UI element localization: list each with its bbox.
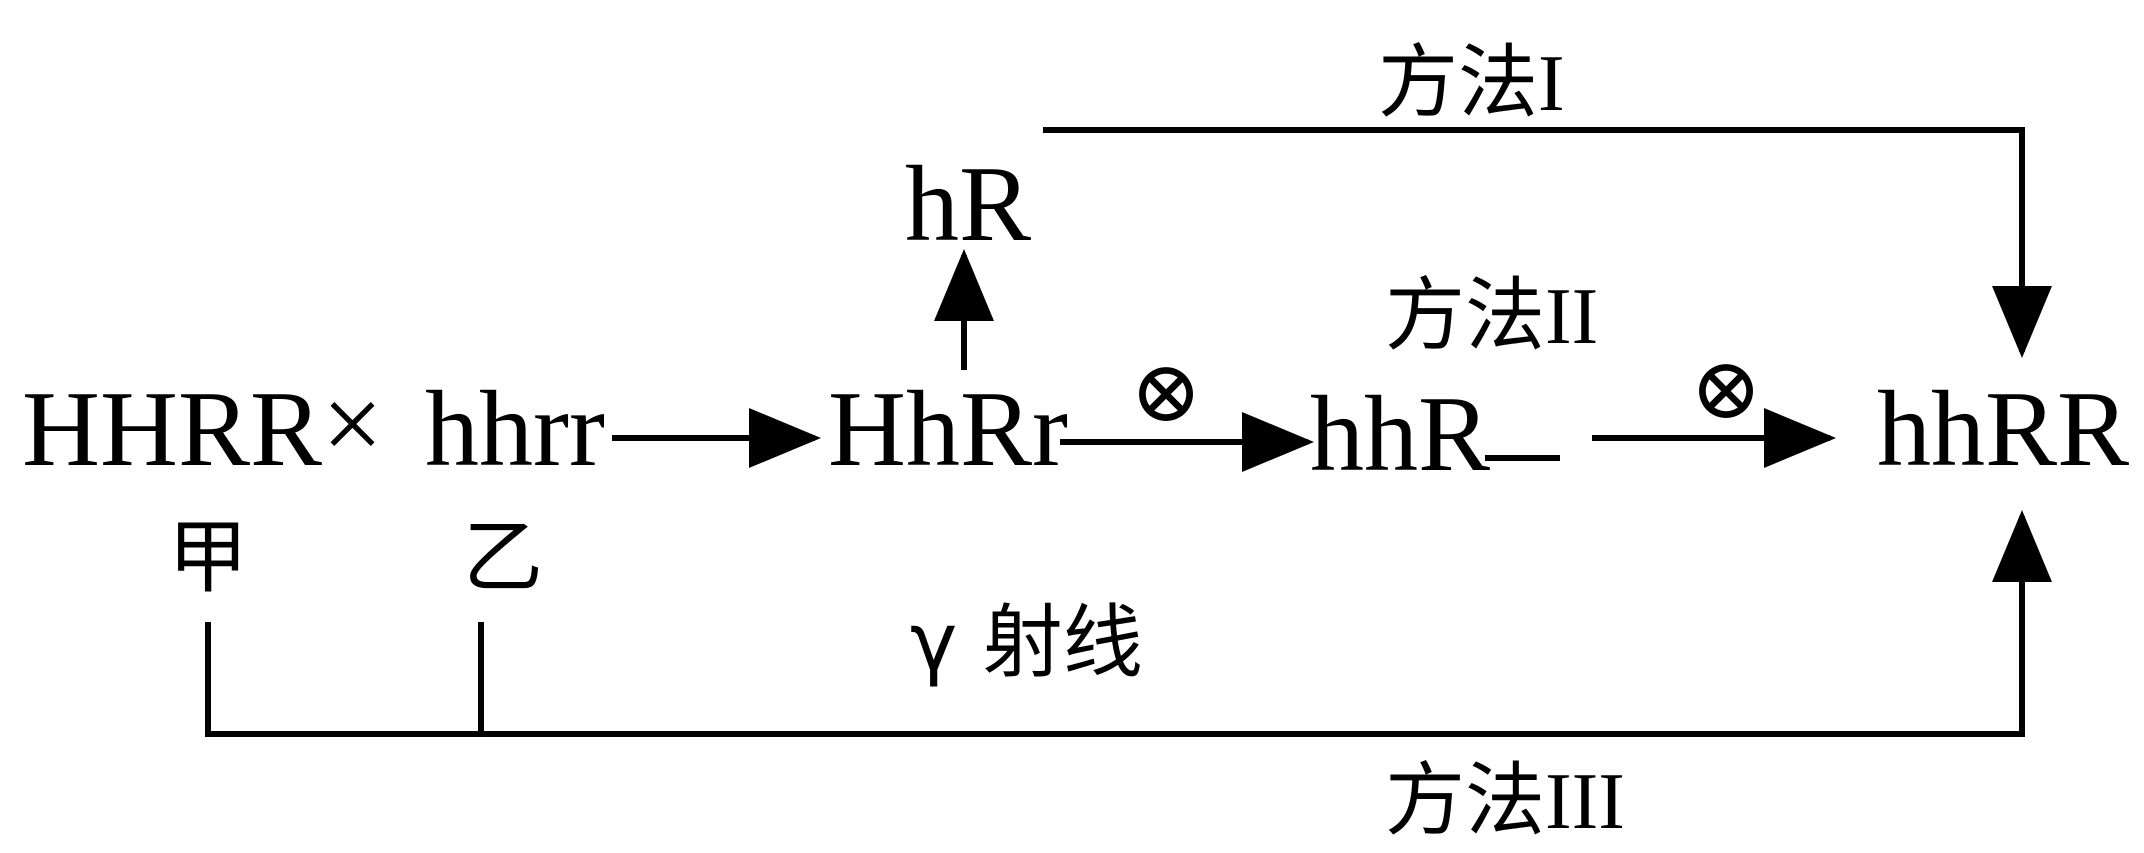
f2-genotype: hhR xyxy=(1310,375,1490,494)
target-genotype: hhRR xyxy=(1877,370,2129,489)
cross-symbol: × xyxy=(322,365,383,484)
method-1-label: 方法I xyxy=(1378,40,1565,128)
method-1-path xyxy=(1043,127,2052,358)
method-3-label: 方法III xyxy=(1385,758,1625,846)
parent-1-genotype: HHRR xyxy=(22,370,322,489)
radiation-label: γ 射线 xyxy=(910,596,1143,689)
gamete-genotype: hR xyxy=(905,145,1031,264)
self-cross-symbol-2: ⊗ xyxy=(1690,341,1762,437)
parent-2-name: 乙 xyxy=(463,511,543,604)
method-3-path xyxy=(205,510,2052,737)
f1-genotype: HhRr xyxy=(828,370,1068,489)
parent-2-genotype: hhrr xyxy=(425,370,605,489)
method-2-label: 方法II xyxy=(1385,273,1598,361)
parent-1-name: 甲 xyxy=(168,511,248,604)
self-cross-symbol-1: ⊗ xyxy=(1130,344,1202,440)
